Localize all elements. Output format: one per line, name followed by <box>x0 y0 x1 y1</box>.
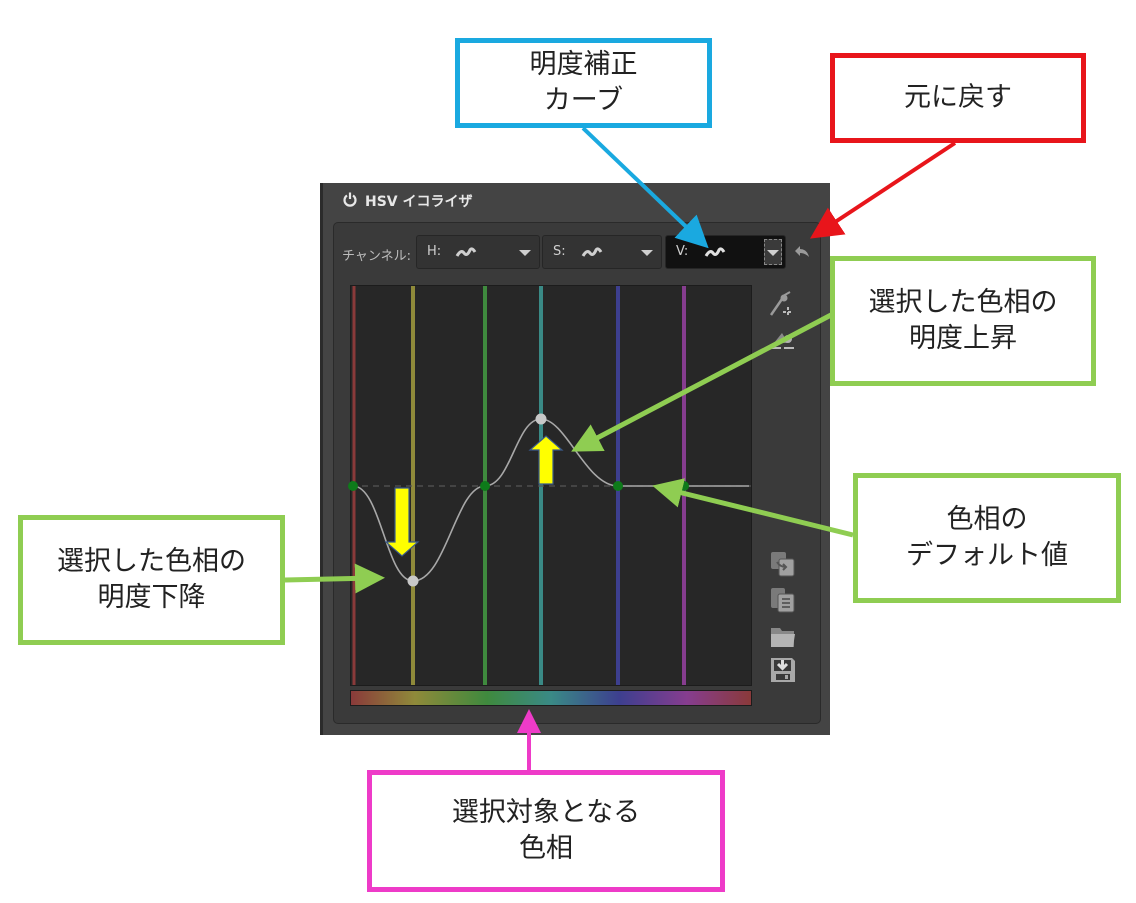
curve-graph[interactable] <box>348 285 752 686</box>
callout-text: 選択対象となる <box>451 797 641 828</box>
control-point-magenta[interactable] <box>679 481 689 491</box>
callout-undo: 元に戻す <box>830 53 1086 143</box>
flatten-icon[interactable] <box>768 323 802 353</box>
chevron-down-icon <box>641 250 653 256</box>
folder-icon[interactable] <box>768 621 802 651</box>
pen-add-point-icon[interactable] <box>768 291 802 321</box>
callout-target-hue: 選択対象となる 色相 <box>367 770 725 892</box>
curve-icon <box>704 245 726 263</box>
control-point-yellow[interactable] <box>407 575 419 587</box>
power-icon[interactable] <box>343 192 357 211</box>
control-point-green[interactable] <box>480 481 490 491</box>
callout-text: 選択した色相の <box>57 546 246 577</box>
channel-label-v: V: <box>676 244 689 259</box>
hue-gradient-bar <box>350 690 752 706</box>
control-point-blue[interactable] <box>613 481 623 491</box>
panel-header: HSV イコライザ <box>343 191 473 211</box>
channel-label-h: H: <box>427 244 442 259</box>
callout-text: 色相の <box>946 504 1028 535</box>
control-point-red[interactable] <box>348 481 358 491</box>
callout-text: 明度上昇 <box>909 323 1017 354</box>
curve-icon <box>455 245 477 263</box>
callout-text: 明度下降 <box>97 582 206 613</box>
chevron-down-icon <box>519 250 531 256</box>
channel-label-s: S: <box>553 244 566 259</box>
callout-lower-brightness: 選択した色相の 明度下降 <box>18 515 285 645</box>
arrow-undo <box>809 141 957 239</box>
curve-icon <box>581 245 603 263</box>
callout-text: 選択した色相の <box>868 287 1058 318</box>
callout-text: デフォルト値 <box>906 540 1068 571</box>
channel-v-dropdown[interactable]: V: <box>665 235 786 269</box>
channel-h-dropdown[interactable]: H: <box>416 235 540 269</box>
paste-icon[interactable] <box>768 585 802 615</box>
channel-s-dropdown[interactable]: S: <box>542 235 662 269</box>
channel-label: チャンネル: <box>342 249 411 264</box>
equalizer-content: チャンネル: H: S: V: <box>333 222 821 724</box>
callout-text: 色相 <box>519 833 573 864</box>
panel-title: HSV イコライザ <box>365 194 473 210</box>
undo-icon[interactable] <box>793 244 811 263</box>
save-icon[interactable] <box>768 655 802 685</box>
dropdown-toggle[interactable] <box>764 239 782 265</box>
callout-text: 明度補正 <box>529 49 638 80</box>
callout-raise-brightness: 選択した色相の 明度上昇 <box>830 256 1096 386</box>
callout-text: カーブ <box>543 85 624 116</box>
control-point-cyan[interactable] <box>535 413 547 425</box>
chevron-down-icon <box>767 250 779 256</box>
hsv-equalizer-panel: HSV イコライザ チャンネル: H: S: V: <box>320 183 830 735</box>
callout-brightness-curve: 明度補正 カーブ <box>455 38 712 128</box>
callout-text: 元に戻す <box>904 82 1012 113</box>
callout-default-value: 色相の デフォルト値 <box>853 473 1121 603</box>
copy-icon[interactable] <box>768 549 802 579</box>
